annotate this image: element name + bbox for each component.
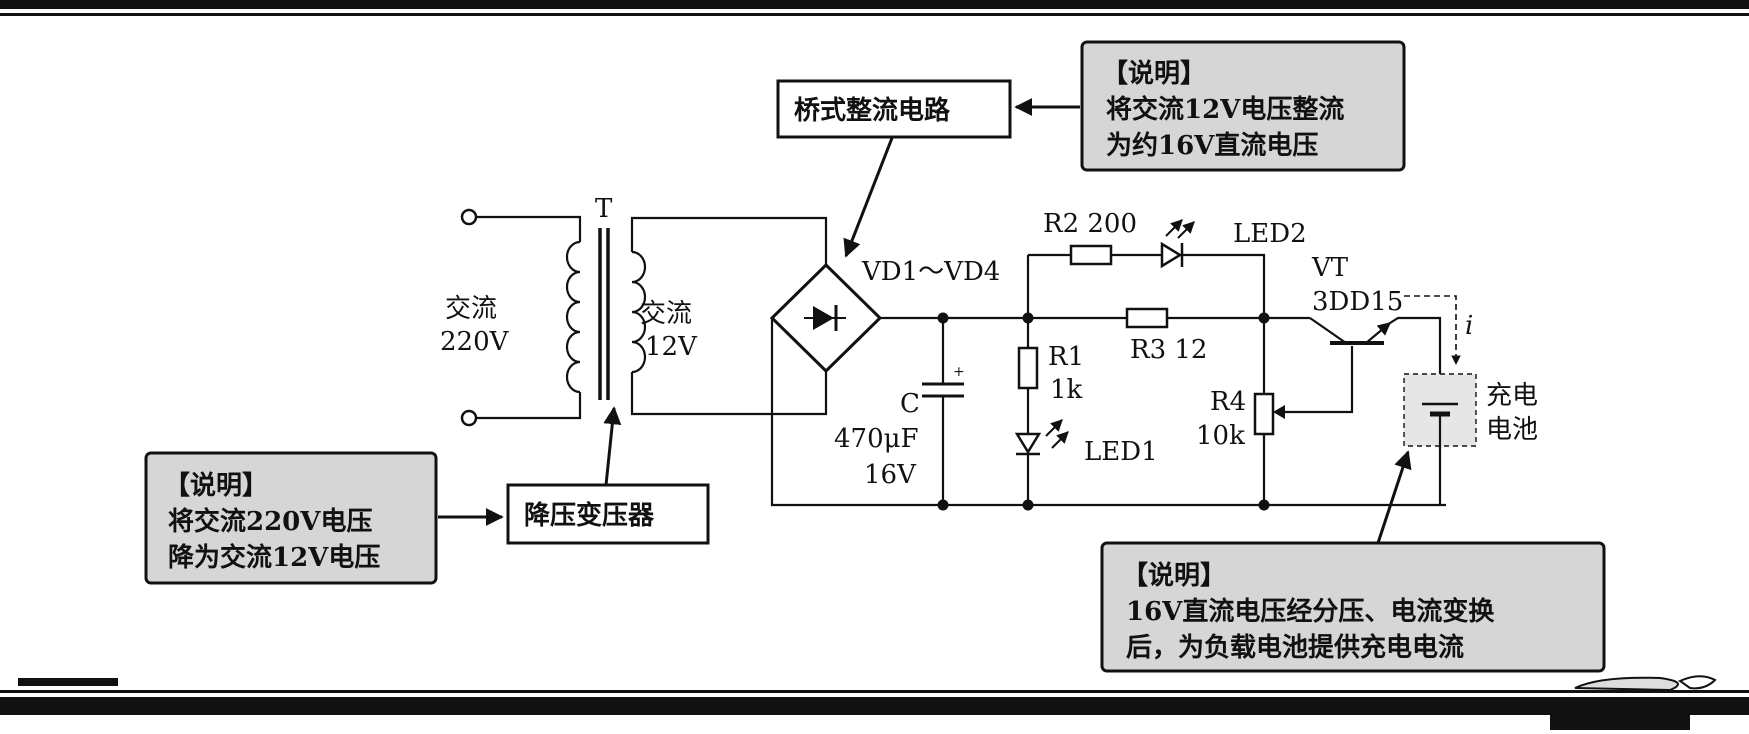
ac-out-label-1: 交流 <box>640 299 692 329</box>
transformer-label: T <box>595 194 613 224</box>
r4-label-2: 10k <box>1196 421 1245 451</box>
bridge-callout: 桥式整流电路 【说明】 将交流12V电压整流 为约16V直流电压 <box>776 40 1406 258</box>
output-note-line-2: 后，为负载电池提供充电电流 <box>1126 632 1464 663</box>
vt-label-1: VT <box>1311 253 1349 283</box>
r4-label-1: R4 <box>1210 387 1246 417</box>
transformer-callout: 【说明】 将交流220V电压 降为交流12V电压 降压变压器 <box>144 406 710 585</box>
transformer-T: T 交流 12V <box>565 194 828 416</box>
capacitor-label-3: 16V <box>864 460 917 490</box>
r1-led1-branch: R1 1k LED1 <box>1014 255 1158 505</box>
output-note-line-1: 16V直流电压经分压、电流变换 <box>1126 596 1495 627</box>
vt-label-2: 3DD15 <box>1312 287 1403 317</box>
svg-text:+: + <box>953 364 965 380</box>
bridge-box-label: 桥式整流电路 <box>794 95 951 126</box>
battery-label-1: 充电 <box>1486 381 1538 411</box>
led1-label: LED1 <box>1084 437 1158 467</box>
led2-label: LED2 <box>1233 219 1307 249</box>
transistor-VT: VT 3DD15 i <box>1309 253 1473 448</box>
bridge-note-line-1: 将交流12V电压整流 <box>1106 94 1344 125</box>
transformer-note-title: 【说明】 <box>164 471 268 501</box>
battery-label-2: 电池 <box>1486 415 1538 445</box>
ac-in-label-1: 交流 <box>445 294 497 324</box>
ac-out-label-2: 12V <box>645 332 698 362</box>
bridge-note-title: 【说明】 <box>1102 59 1206 89</box>
battery: 充电 电池 <box>1403 373 1538 505</box>
ac-input-terminals: 交流 220V <box>440 208 582 427</box>
capacitor-C: + C 470μF 16V <box>834 318 965 505</box>
current-label: i <box>1465 311 1473 341</box>
resistor-R3: R3 12 <box>1028 307 1310 365</box>
bridge-label: VD1～VD4 <box>861 257 1000 287</box>
potentiometer-R4: R4 10k <box>1196 318 1354 505</box>
capacitor-label-2: 470μF <box>834 424 919 454</box>
r1-label-2: 1k <box>1050 375 1083 405</box>
ac-in-label-2: 220V <box>440 327 510 357</box>
transformer-note-line-1: 将交流220V电压 <box>168 506 372 537</box>
output-callout: 【说明】 16V直流电压经分压、电流变换 后，为负载电池提供充电电流 <box>1100 450 1606 673</box>
r1-label-1: R1 <box>1048 342 1084 372</box>
r3-label: R3 12 <box>1130 335 1207 365</box>
transformer-box-label: 降压变压器 <box>524 500 655 531</box>
r2-led2-branch: R2 200 LED2 <box>1028 209 1307 318</box>
bridge-note-line-2: 为约16V直流电压 <box>1106 130 1318 161</box>
bridge-rectifier: VD1～VD4 <box>769 257 1446 507</box>
junction-dots <box>937 312 1270 511</box>
output-note-title: 【说明】 <box>1122 561 1226 591</box>
transformer-note-line-2: 降为交流12V电压 <box>168 542 380 573</box>
capacitor-label-1: C <box>900 389 920 419</box>
r2-label: R2 200 <box>1043 209 1137 239</box>
